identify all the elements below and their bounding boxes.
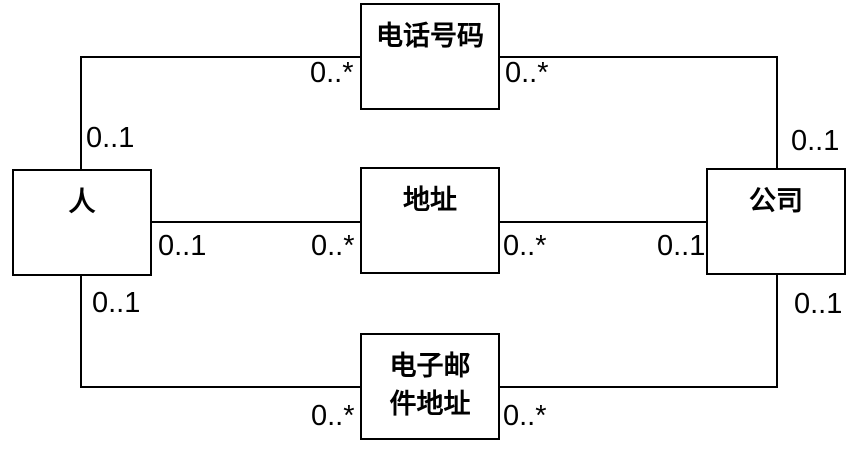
entity-person[interactable]: 人 <box>12 169 152 276</box>
multiplicity-person-email-person-end: 0..1 <box>92 287 141 319</box>
multiplicity-email-company-email-end: 0..* <box>503 400 547 432</box>
multiplicity-phone-company-company-end: 0..1 <box>791 125 840 157</box>
connector-person-email-vertical <box>80 275 82 388</box>
connector-person-address <box>152 221 360 223</box>
multiplicity-phone-company-phone-end: 0..* <box>505 57 549 89</box>
entity-address-label: 地址 <box>403 185 457 215</box>
entity-phone[interactable]: 电话号码 <box>360 3 500 110</box>
entity-company[interactable]: 公司 <box>706 168 846 275</box>
connector-person-phone-horizontal <box>80 56 360 58</box>
multiplicity-person-phone-person-end: 0..1 <box>86 122 135 154</box>
connector-email-company-vertical <box>776 274 778 388</box>
multiplicity-person-address-person-end: 0..1 <box>158 230 207 262</box>
connector-person-email-horizontal <box>80 386 360 388</box>
entity-person-label: 人 <box>68 187 96 217</box>
multiplicity-person-phone-phone-end: 0..* <box>310 57 354 89</box>
connector-phone-company-horizontal <box>500 56 778 58</box>
connector-address-company <box>500 221 707 223</box>
multiplicity-person-address-address-end: 0..* <box>311 230 355 262</box>
entity-company-label: 公司 <box>749 186 803 216</box>
connector-email-company-horizontal <box>500 386 778 388</box>
entity-email[interactable]: 电子邮件地址 <box>360 333 500 440</box>
entity-email-label: 电子邮件地址 <box>389 351 471 419</box>
multiplicity-address-company-address-end: 0..* <box>503 230 547 262</box>
entity-phone-label: 电话号码 <box>376 21 484 51</box>
multiplicity-address-company-company-end: 0..1 <box>657 230 706 262</box>
multiplicity-email-company-company-end: 0..1 <box>794 288 843 320</box>
multiplicity-person-email-email-end: 0..* <box>311 400 355 432</box>
connector-phone-company-vertical <box>776 56 778 169</box>
connector-person-phone-vertical <box>80 56 82 170</box>
entity-address[interactable]: 地址 <box>360 167 500 274</box>
